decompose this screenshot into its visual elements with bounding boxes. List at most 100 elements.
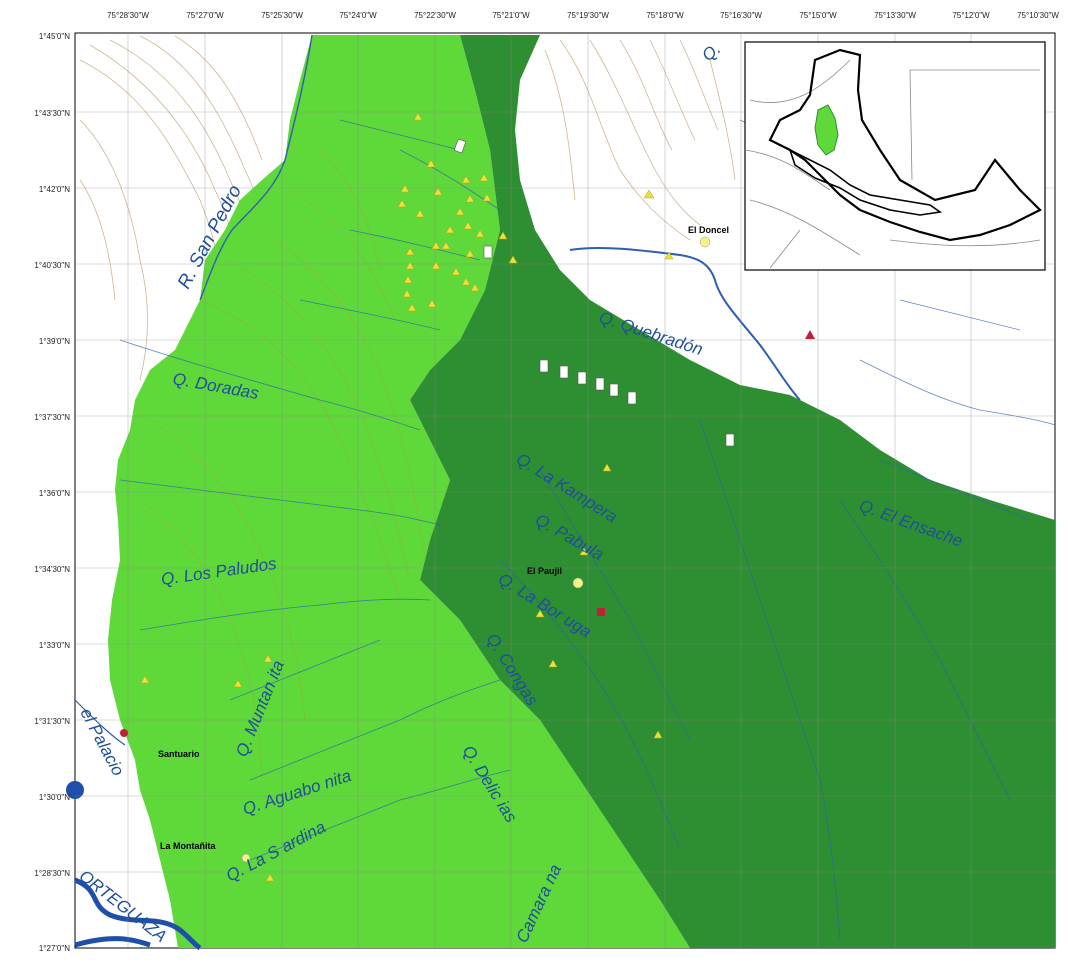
lat-label: 1°37'30"N	[34, 413, 70, 422]
red-marker	[805, 330, 815, 339]
lat-label: 1°43'30"N	[34, 109, 70, 118]
triangle-marker	[400, 184, 410, 193]
triangle-marker	[535, 609, 545, 618]
lat-label: 1°31'30"N	[34, 717, 70, 726]
triangle-marker	[664, 251, 674, 260]
town-dot-el-doncel	[699, 236, 711, 248]
triangle-marker	[431, 261, 441, 270]
box-marker	[483, 245, 493, 259]
sample-boxes	[453, 138, 735, 447]
triangle-marker	[426, 159, 436, 168]
box-marker	[595, 377, 605, 391]
triangle-marker	[498, 231, 508, 240]
triangle-marker	[451, 267, 461, 276]
triangle-marker	[475, 229, 485, 238]
triangle-marker	[140, 675, 150, 684]
triangle-marker	[508, 255, 518, 264]
triangle-marker	[233, 679, 243, 688]
inset-department	[768, 48, 1042, 242]
triangle-marker	[482, 193, 492, 202]
triangle-marker	[643, 189, 655, 199]
box-marker	[559, 365, 569, 379]
lat-label: 1°45'0"N	[39, 32, 70, 41]
triangle-marker	[653, 730, 663, 739]
red-marker	[120, 729, 128, 737]
triangle-marker	[405, 247, 415, 256]
town-dot-la-montanita	[241, 853, 251, 863]
triangle-marker	[427, 299, 437, 308]
triangle-marker	[413, 112, 423, 121]
lat-label: 1°27'0"N	[39, 944, 70, 953]
triangle-marker	[407, 303, 417, 312]
lon-label: 75°28'30"W	[107, 11, 149, 20]
lat-label: 1°28'30"N	[34, 869, 70, 878]
river-junction-marker	[66, 781, 84, 799]
triangle-marker	[479, 173, 489, 182]
triangle-marker	[461, 277, 471, 286]
triangle-marker	[433, 187, 443, 196]
inset-map	[744, 41, 1046, 271]
box-marker	[577, 371, 587, 385]
lon-label: 75°10'30"W	[1017, 11, 1059, 20]
lon-label: 75°24'0"W	[339, 11, 377, 20]
triangle-marker	[445, 225, 455, 234]
triangle-marker	[403, 275, 413, 284]
triangle-marker	[431, 241, 441, 250]
latitude-labels: 1°45'0"N 1°43'30"N 1°42'0"N 1°40'30"N 1°…	[34, 32, 70, 953]
lon-label: 75°19'30"W	[567, 11, 609, 20]
triangle-marker	[397, 199, 407, 208]
town-label-el-doncel: El Doncel	[688, 225, 729, 235]
inset-frame	[744, 41, 1046, 271]
triangle-marker	[602, 463, 612, 472]
lon-label: 75°21'0"W	[492, 11, 530, 20]
longitude-labels: 75°28'30"W 75°27'0"W 75°25'30"W 75°24'0"…	[107, 11, 1059, 20]
lon-label: 75°12'0"W	[952, 11, 990, 20]
triangle-marker	[405, 261, 415, 270]
lat-label: 1°40'30"N	[34, 261, 70, 270]
lon-label: 75°22'30"W	[414, 11, 456, 20]
inset-municipality	[788, 148, 943, 216]
lon-label: 75°18'0"W	[646, 11, 684, 20]
green-contours	[139, 149, 426, 781]
box-marker	[725, 433, 735, 447]
triangle-marker	[441, 241, 451, 250]
red-marker	[597, 608, 605, 616]
lon-label: 75°13'30"W	[874, 11, 916, 20]
town-label-santuario: Santuario	[158, 749, 200, 759]
river-palacio	[74, 699, 126, 746]
town-label-el-paujil: El Paujil	[527, 566, 562, 576]
town-dot-el-paujil	[572, 577, 584, 589]
lat-label: 1°36'0"N	[39, 489, 70, 498]
triangle-marker	[265, 873, 275, 882]
sample-points	[140, 112, 674, 882]
river-orteguaza-bend	[74, 936, 151, 948]
lon-label: 75°27'0"W	[186, 11, 224, 20]
lon-label: 75°15'0"W	[799, 11, 837, 20]
triangle-marker	[415, 209, 425, 218]
red-markers	[120, 330, 815, 737]
box-marker	[609, 383, 619, 397]
lon-label: 75°16'30"W	[720, 11, 762, 20]
lat-label: 1°42'0"N	[39, 185, 70, 194]
lon-label: 75°25'30"W	[261, 11, 303, 20]
box-marker	[539, 359, 549, 373]
triangle-marker	[579, 547, 589, 556]
lat-label: 1°39'0"N	[39, 337, 70, 346]
triangle-marker	[461, 175, 471, 184]
lat-label: 1°33'0"N	[39, 641, 70, 650]
town-label-la-montanita: La Montañita	[160, 841, 216, 851]
triangle-marker	[548, 659, 558, 668]
inset-boundaries	[744, 59, 1041, 269]
box-marker	[453, 138, 467, 154]
river-quebradon	[569, 246, 801, 401]
lat-label: 1°34'30"N	[34, 565, 70, 574]
triangle-marker	[455, 207, 465, 216]
river-orteguaza	[73, 877, 202, 951]
triangle-marker	[465, 194, 475, 203]
town-markers	[241, 236, 711, 863]
triangle-marker	[402, 289, 412, 298]
triangle-marker	[263, 654, 273, 663]
triangle-marker	[465, 249, 475, 258]
